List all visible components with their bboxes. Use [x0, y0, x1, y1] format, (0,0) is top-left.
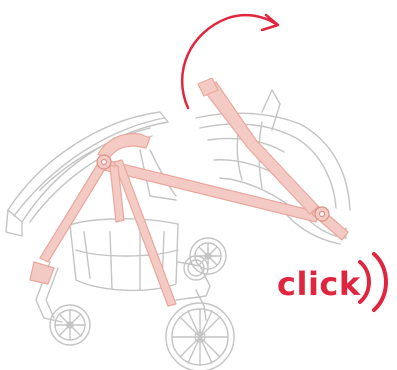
curved-arrow-icon	[182, 15, 278, 108]
click-label: click	[277, 266, 361, 302]
sound-wave-icon	[360, 254, 386, 310]
